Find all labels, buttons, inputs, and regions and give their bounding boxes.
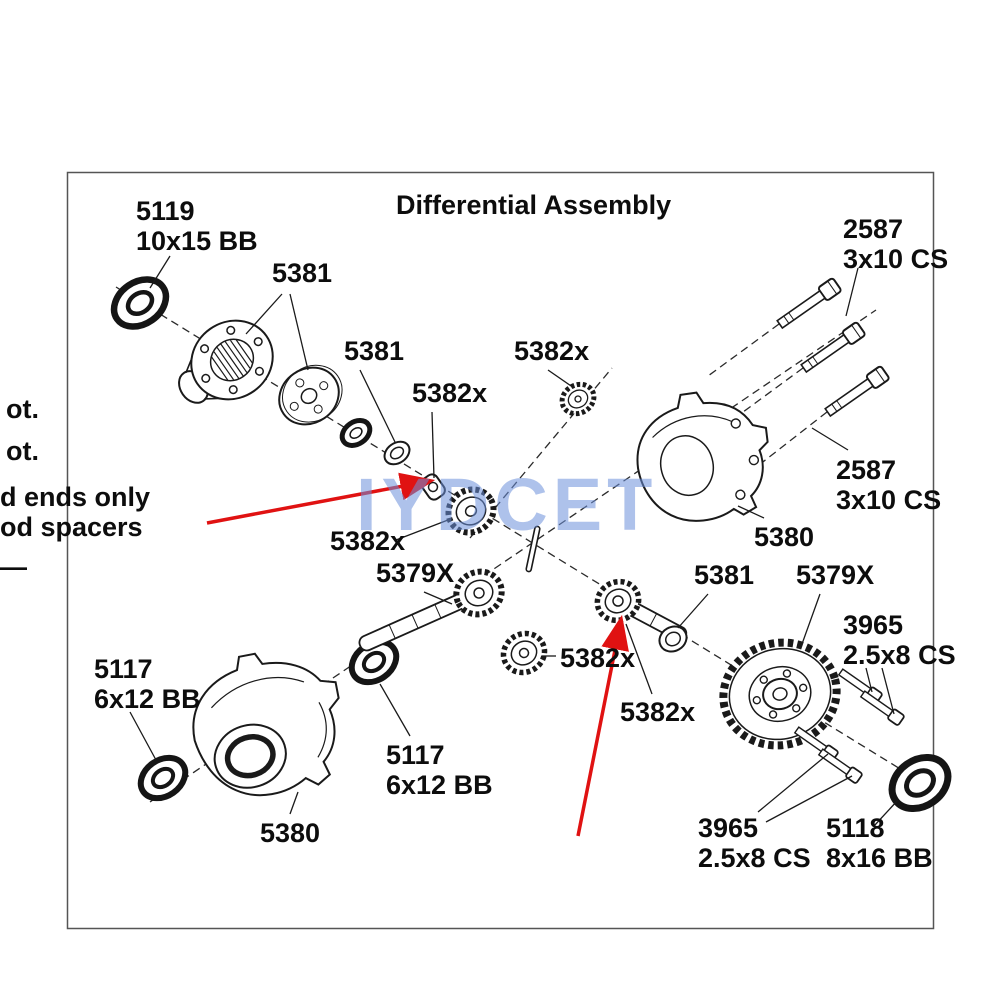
part-label-5382x-output: 5382x xyxy=(620,697,696,727)
screw-2587-drawing-2 xyxy=(800,321,866,374)
part-label-5382x-spacer: 5382x xyxy=(412,378,488,408)
spider-plate-drawing xyxy=(278,364,343,426)
washer-5381-drawing xyxy=(383,440,411,466)
cutoff-text-3: d ends only xyxy=(0,482,151,512)
part-label-5381-top: 5381 xyxy=(272,258,333,288)
cutoff-text-4: od spacers xyxy=(0,512,143,542)
bevel-gear-large-drawing xyxy=(445,486,497,536)
screw-3965-drawing-4 xyxy=(817,748,863,784)
leader-lines xyxy=(129,255,899,827)
part-label-5381-washer: 5381 xyxy=(344,336,405,366)
part-label-5379x-spur: 5379X xyxy=(796,560,875,590)
thrust-washer-drawing xyxy=(339,418,373,448)
cross-pin-drawing xyxy=(525,525,541,573)
diff-carrier-drawing xyxy=(178,319,274,404)
bearing-5118-drawing xyxy=(888,753,952,813)
part-label-5382x-mid: 5382x xyxy=(560,643,636,673)
watermark: IYDCET xyxy=(356,463,658,546)
housing-right-drawing xyxy=(636,391,769,522)
screw-3965-drawing-2 xyxy=(859,690,905,726)
part-label-5380-left: 5380 xyxy=(260,818,321,848)
washer-5381-right-drawing xyxy=(658,625,688,653)
screw-2587-drawing-3 xyxy=(824,365,890,418)
diagram-title: Differential Assembly xyxy=(396,190,672,220)
part-label-5382x-topgear: 5382x xyxy=(514,336,590,366)
annotation-arrow-2 xyxy=(576,614,629,837)
part-label-5382x-left: 5382x xyxy=(330,526,406,556)
part-label-5381-right: 5381 xyxy=(694,560,755,590)
cutoff-text-2: ot. xyxy=(6,436,39,466)
bearing-5117-left-drawing xyxy=(137,754,189,802)
input-pinion-shaft-drawing xyxy=(358,568,505,652)
part-label-5379x-pinion: 5379X xyxy=(376,558,455,588)
bevel-gear-mid-drawing xyxy=(500,630,548,676)
housing-left-drawing xyxy=(192,652,340,797)
screw-2587-drawing-1 xyxy=(776,277,842,330)
annotation-arrow-1 xyxy=(206,472,436,525)
diagram-border xyxy=(66,171,935,930)
cutoff-text-1: ot. xyxy=(6,394,39,424)
cutoff-text-5: — xyxy=(0,552,27,582)
part-label-5380-right: 5380 xyxy=(754,522,815,552)
screw-3965-drawing-1 xyxy=(837,668,883,704)
spur-gear-5379x-drawing xyxy=(719,638,841,750)
bearing-5119-drawing xyxy=(110,276,170,330)
bevel-gear-small-drawing xyxy=(559,381,597,417)
